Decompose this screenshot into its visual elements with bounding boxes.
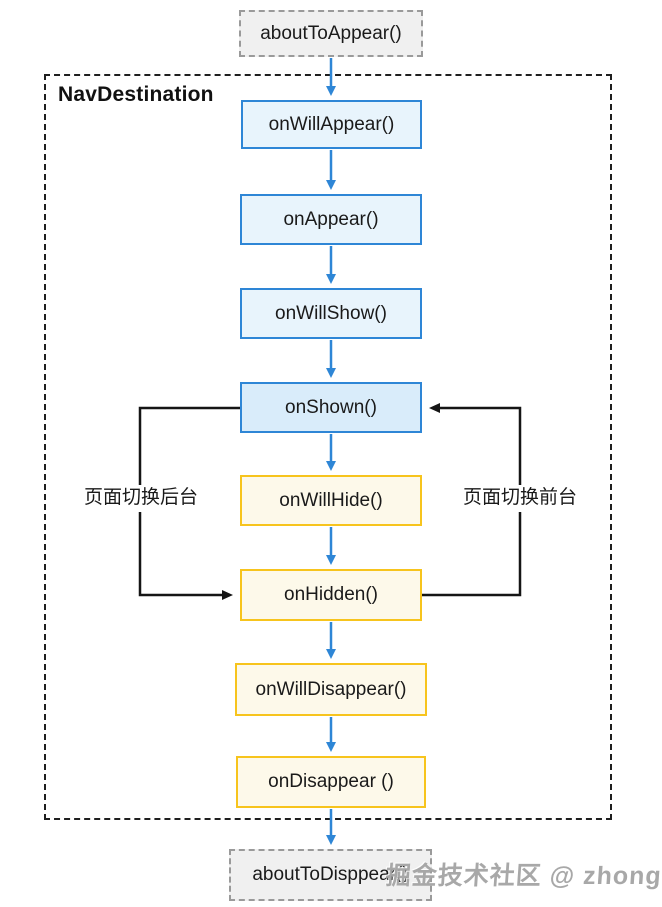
edge-label-to-background: 页面切换后台 xyxy=(66,485,216,512)
container-title: NavDestination xyxy=(58,83,214,106)
node-onWillShow: onWillShow() xyxy=(240,288,422,339)
node-onShown: onShown() xyxy=(240,382,422,433)
node-aboutToAppear: aboutToAppear() xyxy=(239,10,423,57)
node-onWillAppear: onWillAppear() xyxy=(241,100,422,149)
watermark: 掘金技术社区 @ zhongzx xyxy=(384,862,662,890)
node-onAppear: onAppear() xyxy=(240,194,422,245)
navdestination-container xyxy=(44,74,612,820)
node-onWillDisappear: onWillDisappear() xyxy=(235,663,427,716)
edge-label-to-foreground: 页面切换前台 xyxy=(445,485,595,512)
node-onDisappear: onDisappear () xyxy=(236,756,426,808)
node-onHidden: onHidden() xyxy=(240,569,422,621)
node-aboutToDisppear: aboutToDisppear() xyxy=(229,849,432,901)
node-onWillHide: onWillHide() xyxy=(240,475,422,526)
